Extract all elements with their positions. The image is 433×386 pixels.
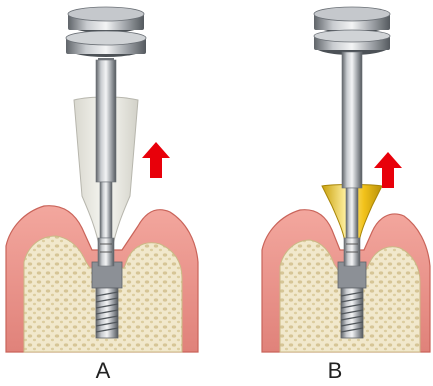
arrow-up-icon xyxy=(142,142,170,178)
implant xyxy=(338,262,366,338)
implant xyxy=(92,262,122,338)
panel-b xyxy=(262,7,430,352)
panel-a xyxy=(6,7,198,352)
arrow-up-icon xyxy=(374,152,402,188)
panel-label-b: B xyxy=(315,358,355,384)
panel-label-a: A xyxy=(83,358,123,384)
